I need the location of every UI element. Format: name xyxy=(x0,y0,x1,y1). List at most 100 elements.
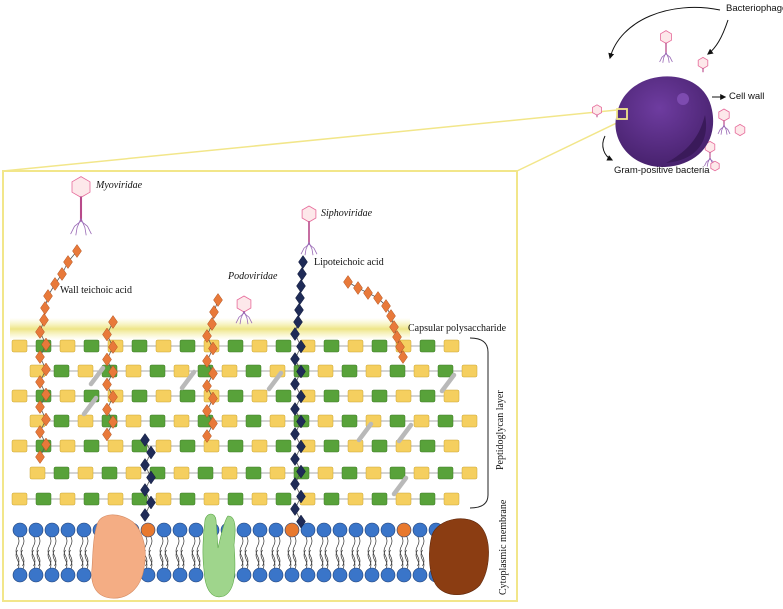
chain-unit xyxy=(40,301,50,315)
lipid-tail xyxy=(308,535,313,567)
nam-sugar xyxy=(125,414,142,428)
lipid-tail xyxy=(303,535,308,567)
nag-sugar xyxy=(131,492,148,506)
chain-unit xyxy=(290,477,300,491)
chain-unit xyxy=(296,514,306,529)
lipid-head xyxy=(268,567,284,583)
lipid-tail xyxy=(372,535,377,567)
nag-sugar xyxy=(179,339,196,353)
nam-sugar xyxy=(203,439,220,453)
nag-sugar xyxy=(323,492,340,506)
chain-unit xyxy=(389,320,399,334)
chain-unit xyxy=(386,309,396,323)
chain-unit xyxy=(140,458,150,472)
lipid-tail xyxy=(404,535,409,567)
bacterium-cell xyxy=(615,76,714,168)
lipid-head xyxy=(236,567,252,583)
nag-sugar xyxy=(131,339,148,353)
lipid-tail xyxy=(415,549,420,571)
label-wall-teichoic-acid: Wall teichoic acid xyxy=(60,285,132,296)
lipid-head xyxy=(284,567,300,583)
chain-unit xyxy=(35,350,45,364)
inset-phage-2 xyxy=(697,56,709,73)
phage-tail-fiber xyxy=(75,218,82,236)
nag-sugar xyxy=(245,364,262,378)
label-podoviridae: Podoviridae xyxy=(228,271,278,282)
nag-sugar xyxy=(437,414,454,428)
lipid-tail xyxy=(31,549,36,571)
chain-unit xyxy=(35,425,45,439)
chain-unit xyxy=(290,402,300,416)
lipid-head xyxy=(396,567,412,583)
phage-head xyxy=(697,56,709,70)
chain-unit xyxy=(39,313,49,327)
lipid-tail xyxy=(175,535,180,567)
phage-tail-fiber xyxy=(723,124,728,135)
chain-unit xyxy=(208,416,218,431)
phage-head xyxy=(592,104,602,116)
nam-sugar xyxy=(77,414,94,428)
chain-unit xyxy=(381,299,391,313)
lipid-head xyxy=(332,522,348,538)
lipid-tail xyxy=(287,549,292,571)
nag-sugar xyxy=(341,414,358,428)
inset-phage-4 xyxy=(717,108,731,135)
lipid-head xyxy=(252,522,268,538)
nam-sugar xyxy=(443,339,460,353)
lipid-tail xyxy=(15,535,20,567)
nag-sugar xyxy=(227,492,244,506)
phage-head xyxy=(718,108,730,122)
lipid-tail xyxy=(356,535,361,567)
chain-unit xyxy=(290,377,300,391)
nag-sugar xyxy=(275,389,292,403)
lipid-head xyxy=(44,522,60,538)
nam-sugar xyxy=(251,492,268,506)
chain-unit xyxy=(208,341,218,356)
nam-sugar xyxy=(365,466,382,480)
nam-sugar xyxy=(251,439,268,453)
chain-unit xyxy=(102,327,112,342)
lipid-tail xyxy=(244,549,249,571)
lipid-tail xyxy=(356,549,361,571)
lipid-tail xyxy=(260,535,265,567)
phage-tail-fiber xyxy=(720,124,725,135)
nag-sugar xyxy=(371,339,388,353)
lipid-anchor-head xyxy=(396,522,412,538)
lipid-tail xyxy=(319,549,324,571)
lipid-tail xyxy=(20,535,25,567)
membrane-protein-brown xyxy=(429,518,489,596)
lipid-tail xyxy=(335,549,340,571)
membrane-protein-peach xyxy=(91,514,146,599)
label-bacteriophage: Bacteriophage xyxy=(726,3,783,14)
nag-sugar xyxy=(83,492,100,506)
lipid-head xyxy=(364,567,380,583)
nam-sugar xyxy=(269,414,286,428)
phage-head xyxy=(660,30,672,44)
lipid-tail xyxy=(180,535,185,567)
chain-unit xyxy=(202,429,212,443)
chain-unit xyxy=(213,293,223,307)
chain-unit xyxy=(146,470,156,485)
nag-sugar xyxy=(149,364,166,378)
chain-unit xyxy=(290,502,300,516)
nam-sugar xyxy=(221,466,238,480)
chain-unit xyxy=(35,400,45,414)
lipid-head xyxy=(60,567,76,583)
peptide-bridge xyxy=(439,372,457,394)
lipid-head xyxy=(412,567,428,583)
nam-sugar xyxy=(11,492,28,506)
lipid-tail xyxy=(159,549,164,571)
chain-unit xyxy=(209,305,219,319)
nam-sugar xyxy=(443,492,460,506)
phage-head xyxy=(710,160,720,172)
nag-sugar xyxy=(53,364,70,378)
nag-sugar xyxy=(389,364,406,378)
chain-unit xyxy=(102,352,112,367)
lipid-head xyxy=(268,522,284,538)
inset-phage-1 xyxy=(659,30,673,63)
lipid-tail xyxy=(47,535,52,567)
lipid-tail xyxy=(340,535,345,567)
lipid-tail xyxy=(244,535,249,567)
chain-unit xyxy=(398,350,408,364)
nag-sugar xyxy=(275,492,292,506)
